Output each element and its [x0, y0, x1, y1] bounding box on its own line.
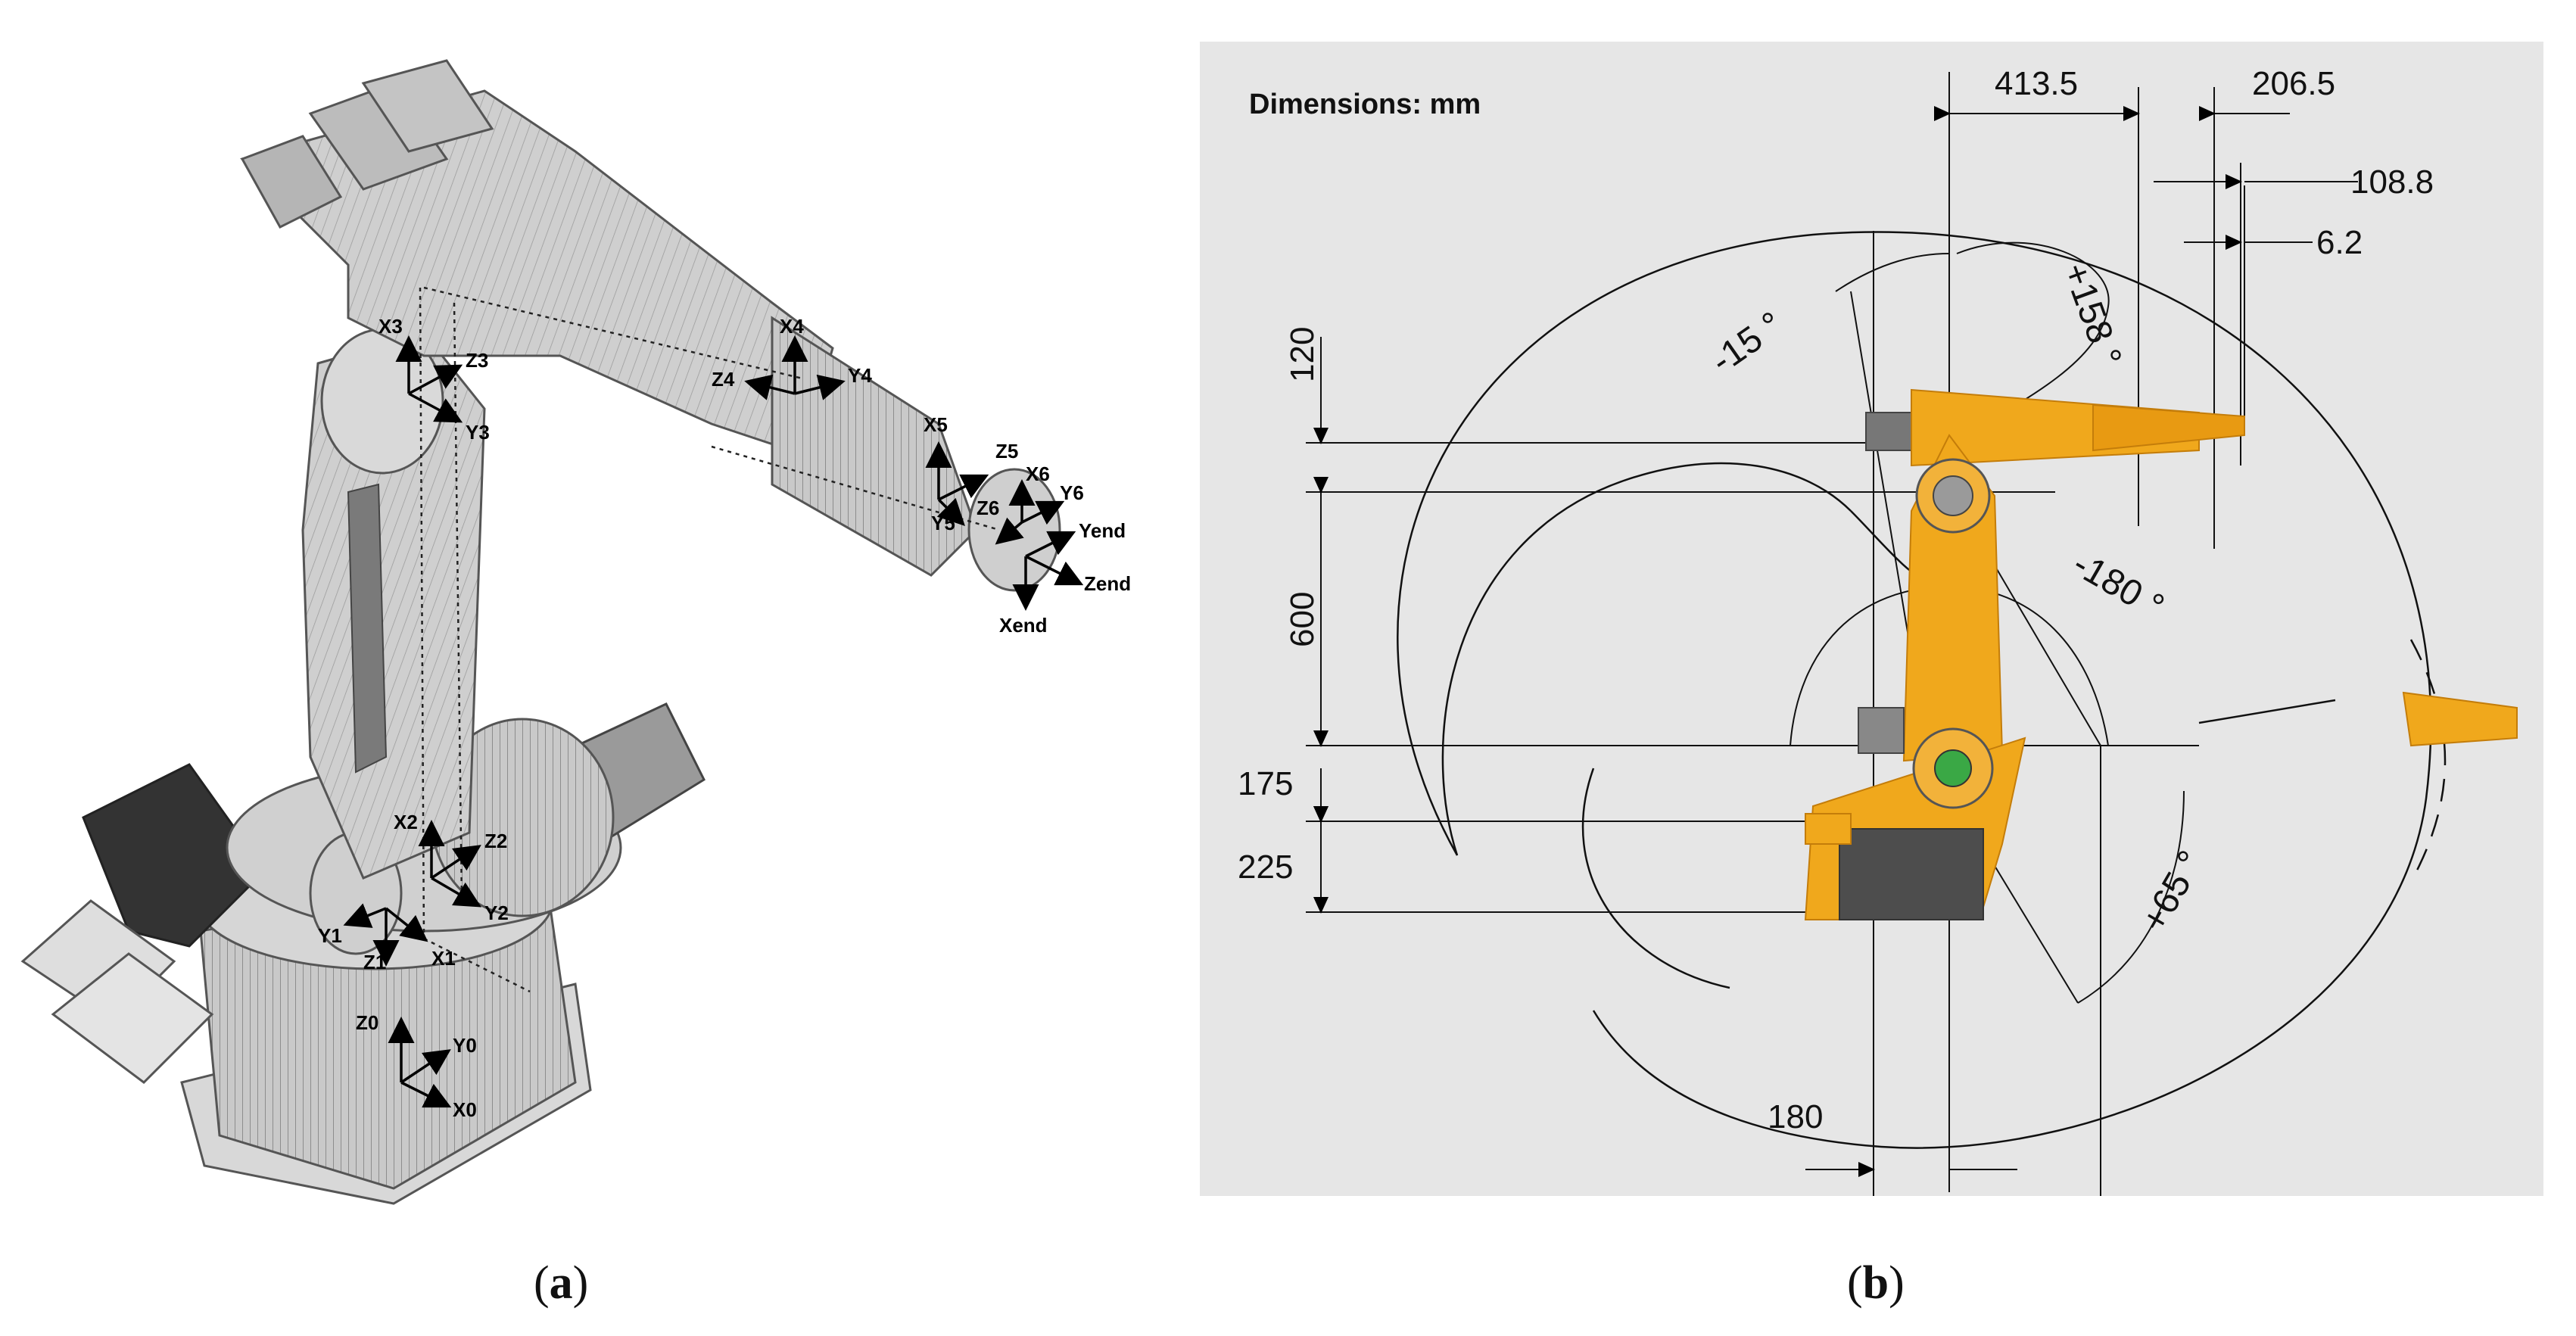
wrist-side [2092, 403, 2245, 452]
frame3-z-label: Z3 [466, 349, 488, 372]
caption-a: (a) [534, 1257, 588, 1310]
caption-b: (b) [1847, 1257, 1905, 1310]
frame1-y-label: Y1 [318, 924, 342, 947]
end-x-label: Xend [999, 614, 1048, 637]
dim-225-label: 225 [1238, 849, 1293, 886]
dim-120-label: 120 [1284, 327, 1321, 382]
caption-b-close: ) [1889, 1257, 1905, 1309]
caption-a-letter: a [549, 1257, 573, 1309]
angle-minus-180-label: -180 ° [2067, 544, 2171, 628]
cable-box [82, 763, 266, 948]
wrist-housing [771, 316, 978, 577]
dim-600-label: 600 [1284, 592, 1321, 647]
frame1-z-label: Z1 [363, 951, 386, 973]
caption-b-letter: b [1862, 1257, 1889, 1309]
axis3-motor-1 [240, 135, 343, 229]
panel-b-dimension-drawing: Dimensions: mm [1200, 42, 2543, 1196]
frame3-x-label: X3 [378, 315, 403, 338]
dim-6-2-label: 6.2 [2316, 224, 2363, 261]
frame0-z-label: Z0 [356, 1011, 378, 1034]
tool-reach-pose [2402, 691, 2518, 747]
end-z-label: Zend [1084, 572, 1131, 595]
frame5-x-label: X5 [924, 413, 948, 436]
dim-413-5-label: 413.5 [1995, 65, 2078, 102]
axis2-hub [1934, 749, 1972, 787]
angle-minus-15-label: -15 ° [1704, 304, 1790, 381]
panel-a-robot-kinematic-model: Z0 Y0 X0 Y1 Z1 X1 X2 Z2 Y2 X3 Z3 Y3 X4 Z… [0, 0, 1181, 1211]
workspace-dimension-diagram: Dimensions: mm [1238, 65, 2518, 1196]
caption-a-open: ( [534, 1257, 550, 1309]
axis3-motor-2 [308, 82, 449, 191]
dim-175-label: 175 [1238, 765, 1293, 802]
robot-3d-model: Z0 Y0 X0 Y1 Z1 X1 X2 Z2 Y2 X3 Z3 Y3 X4 Z… [20, 59, 1131, 1205]
frame6-y-label: Y6 [1060, 481, 1084, 504]
frame2-z-label: Z2 [484, 830, 507, 852]
angle-plus-65-label: +65 ° [2134, 844, 2212, 939]
frame6-x-label: X6 [1026, 462, 1050, 485]
frame5-z-label: Z5 [995, 440, 1018, 462]
frame4-x-label: X4 [780, 315, 804, 338]
frame3-y-label: Y3 [466, 421, 490, 444]
frame0-y-label: Y0 [453, 1034, 477, 1057]
frame2-x-label: X2 [394, 811, 418, 833]
frame4-z-label: Z4 [712, 368, 735, 391]
connector [1858, 707, 1905, 754]
base-motor [1839, 828, 1984, 920]
robot-side-view [1804, 388, 2518, 920]
extension-lines [1306, 72, 2245, 1196]
base-flange [1805, 813, 1852, 845]
dim-108-8-label: 108.8 [2350, 163, 2434, 201]
frame5-y-label: Y5 [931, 512, 955, 534]
frame2-y-label: Y2 [484, 902, 509, 924]
frame4-y-label: Y4 [848, 364, 872, 387]
axis3-hub [1933, 475, 1973, 516]
units-label: Dimensions: mm [1249, 89, 1481, 120]
coordinate-frames [343, 335, 1084, 1108]
end-y-label: Yend [1079, 519, 1126, 542]
frame0-x-label: X0 [453, 1098, 477, 1121]
frame1-x-label: X1 [431, 947, 456, 970]
horizontal-dimensions [1805, 106, 2358, 1177]
caption-b-open: ( [1847, 1257, 1863, 1309]
forearm [240, 89, 834, 456]
arm-recess [347, 483, 388, 774]
caption-a-close: ) [572, 1257, 589, 1309]
connector-block-2 [51, 952, 214, 1084]
dim-180-label: 180 [1768, 1098, 1823, 1135]
axis3-motor-3 [361, 59, 494, 153]
frame6-z-label: Z6 [977, 497, 999, 519]
dim-206-5-label: 206.5 [2252, 65, 2335, 102]
